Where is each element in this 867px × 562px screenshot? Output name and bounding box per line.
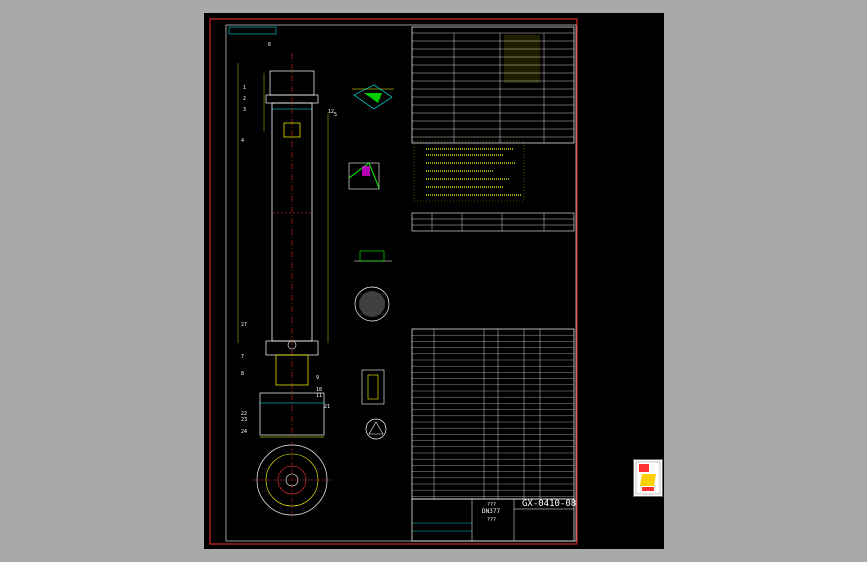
callout-label: 22 xyxy=(241,411,247,417)
callout-label: 27 xyxy=(241,322,247,328)
drawing-code: GX-0410-08 xyxy=(522,499,576,509)
callout-label: 5 xyxy=(334,112,337,118)
callout-label: 12 xyxy=(328,109,334,115)
title-line-1: ??? xyxy=(487,502,496,508)
callout-label: 6 xyxy=(268,42,271,48)
technical-notes xyxy=(413,140,525,202)
vessel-elevation xyxy=(237,53,329,438)
callout-label: 1 xyxy=(243,85,246,91)
inner-border xyxy=(225,24,577,542)
outer-border xyxy=(209,18,578,545)
callout-label: 3 xyxy=(243,107,246,113)
parts-list xyxy=(411,328,575,500)
cad-drawing: ??? DN377 ??? GX-0410-08 612345122778910… xyxy=(209,18,578,545)
detail-views xyxy=(348,84,394,440)
callout-label: 2 xyxy=(243,96,246,102)
callout-label: 4 xyxy=(241,138,244,144)
design-data-table xyxy=(411,26,575,144)
title-line-3: ??? xyxy=(487,517,496,523)
callout-label: 7 xyxy=(241,354,244,360)
callout-label: 11 xyxy=(316,393,322,399)
title-block: ??? DN377 ??? GX-0410-08 xyxy=(411,498,576,542)
acad-dwg-icon xyxy=(633,459,663,497)
top-label-box xyxy=(228,26,277,35)
callout-label: 8 xyxy=(241,371,244,377)
callout-label: 24 xyxy=(241,429,247,435)
title-line-2: DN377 xyxy=(482,508,500,515)
plan-view-circle xyxy=(252,441,332,519)
callout-label: 9 xyxy=(316,375,319,381)
callout-label: 10 xyxy=(316,387,322,393)
callout-label: 21 xyxy=(324,404,330,410)
nozzle-table xyxy=(411,212,575,232)
callout-label: 23 xyxy=(241,417,247,423)
